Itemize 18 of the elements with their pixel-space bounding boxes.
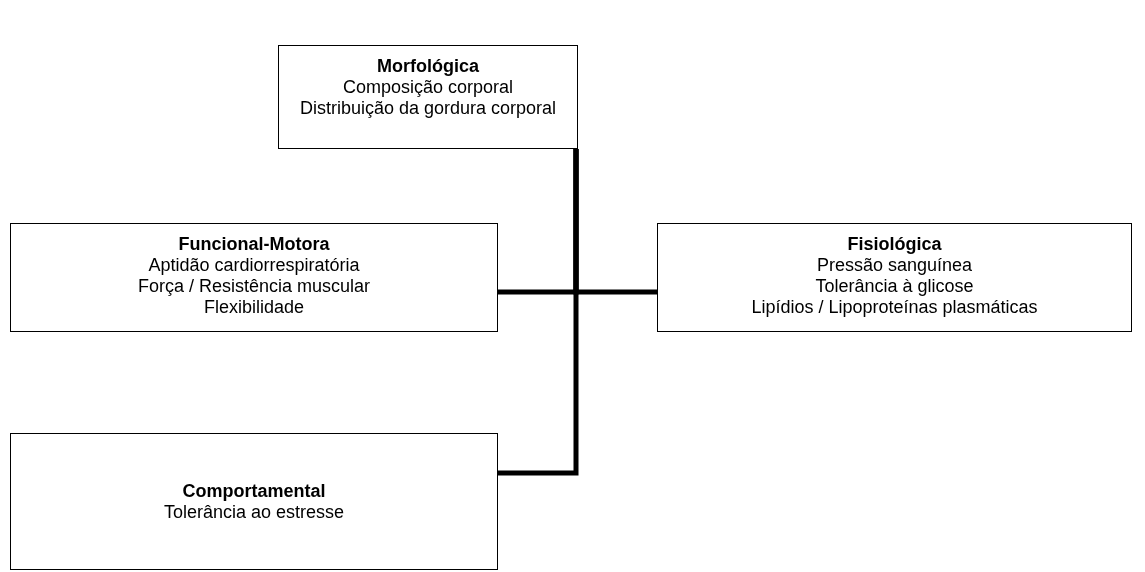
box-item: Tolerância ao estresse bbox=[163, 501, 345, 523]
category-box bbox=[10, 223, 498, 332]
box-heading: Comportamental bbox=[182, 480, 326, 502]
box-item: Lipídios / Lipoproteínas plasmáticas bbox=[751, 297, 1038, 318]
box-item: Flexibilidade bbox=[203, 297, 305, 318]
box-item: Composição corporal bbox=[342, 77, 514, 98]
box-item: Distribuição da gordura corporal bbox=[299, 98, 557, 119]
box-heading: Morfológica bbox=[377, 56, 479, 77]
box-item: Tolerância à glicose bbox=[815, 276, 974, 297]
box-item: Pressão sanguínea bbox=[816, 255, 973, 276]
connector-line bbox=[498, 146, 579, 476]
category-box bbox=[278, 45, 578, 149]
category-box bbox=[10, 433, 498, 570]
box-heading: Fisiológica bbox=[847, 234, 942, 255]
category-box bbox=[657, 223, 1132, 332]
box-heading: Funcional-Motora bbox=[178, 234, 330, 255]
box-item: Força / Resistência muscular bbox=[137, 276, 371, 297]
box-item: Aptidão cardiorrespiratória bbox=[148, 255, 360, 276]
